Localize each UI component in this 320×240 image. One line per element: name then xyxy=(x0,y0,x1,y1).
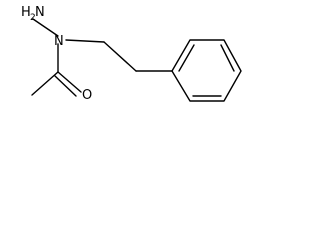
bond-ethyl-linker xyxy=(103,41,137,72)
carbonyl-o-label: O xyxy=(82,88,92,103)
molecule-diagram: H 2 N N O xyxy=(21,5,242,103)
amide-n-label: N xyxy=(54,34,64,49)
bond-carbonyl-methyl xyxy=(31,71,59,96)
amino-n-label: N xyxy=(35,5,45,20)
structure-canvas: H 2 N N O xyxy=(0,0,246,121)
bond-c-o-1 xyxy=(57,71,82,93)
benzene-ring xyxy=(171,39,242,102)
bond-n-n xyxy=(32,18,59,37)
bond-n-ethyl xyxy=(65,39,105,43)
bond-c-o-2 xyxy=(54,75,77,97)
amino-h-label: H xyxy=(21,5,31,20)
amino-h-count: 2 xyxy=(30,13,36,23)
aromatic-bond-1 xyxy=(178,44,195,72)
aromatic-bond-2 xyxy=(220,44,235,72)
